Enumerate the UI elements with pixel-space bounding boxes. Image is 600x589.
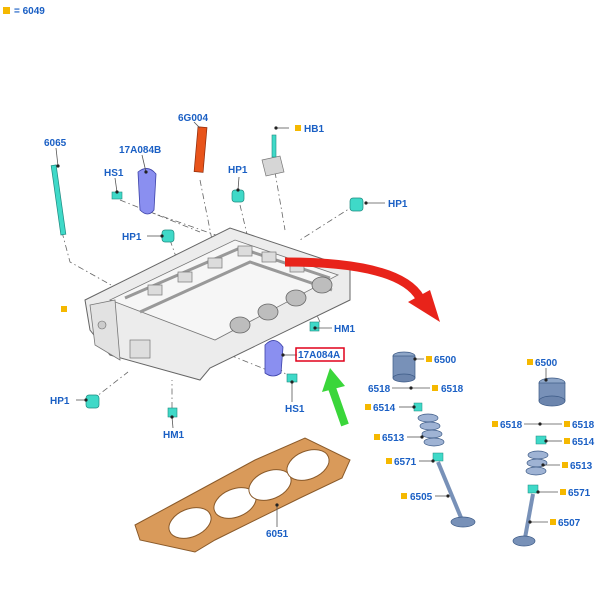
label-v1-6500: 6500 [434,355,457,366]
label-v2-6514: 6514 [572,437,595,448]
legend: = 6049 [3,6,45,17]
label-v1-6514: 6514 [373,403,396,414]
label-HP1-right: HP1 [388,199,408,210]
label-v2-6513: 6513 [570,461,593,472]
label-v1-6518-right: 6518 [441,384,464,395]
label-v1-6513: 6513 [382,433,405,444]
label-HS1-bottom: HS1 [285,404,305,415]
label-HM1-right: HM1 [334,324,356,335]
label-v2-6500: 6500 [535,358,558,369]
label-v1-6518-left: 6518 [368,384,391,395]
label-6051: 6051 [266,529,289,540]
label-HM1-bottom: HM1 [163,430,185,441]
part-markers [61,125,570,525]
label-v2-6571: 6571 [568,488,591,499]
label-HB1: HB1 [304,124,324,135]
leader-lines [55,121,562,527]
label-17A084A: 17A084A [298,350,340,361]
head-gasket-icon [134,437,351,553]
callout-arrow-icon [284,257,440,427]
legend-swatch [3,7,10,14]
part-labels: 6065 17A084B 6G004 HB1 HS1 HP1 HP1 HP1 H… [44,113,595,540]
small-parts [50,126,364,418]
leader-dots [56,126,548,524]
label-HP1-top-center: HP1 [228,165,248,176]
label-HP1-mid-left: HP1 [122,232,142,243]
label-v2-6518-right: 6518 [572,420,595,431]
valve-assembly-icon [392,351,476,528]
label-v2-6518-left: 6518 [500,420,523,431]
legend-text: = 6049 [14,6,45,17]
label-v1-6505: 6505 [410,492,433,503]
label-v1-6571: 6571 [394,457,417,468]
label-HP1-bottom-left: HP1 [50,396,70,407]
cylinder-head-icon [84,227,351,381]
label-HS1-top: HS1 [104,168,124,179]
label-17A084B: 17A084B [119,145,161,156]
label-v2-6507: 6507 [558,518,581,529]
highlight-box [295,347,345,362]
valve-assembly-icon [512,377,566,547]
label-6065: 6065 [44,138,67,149]
label-6G004: 6G004 [178,113,208,124]
